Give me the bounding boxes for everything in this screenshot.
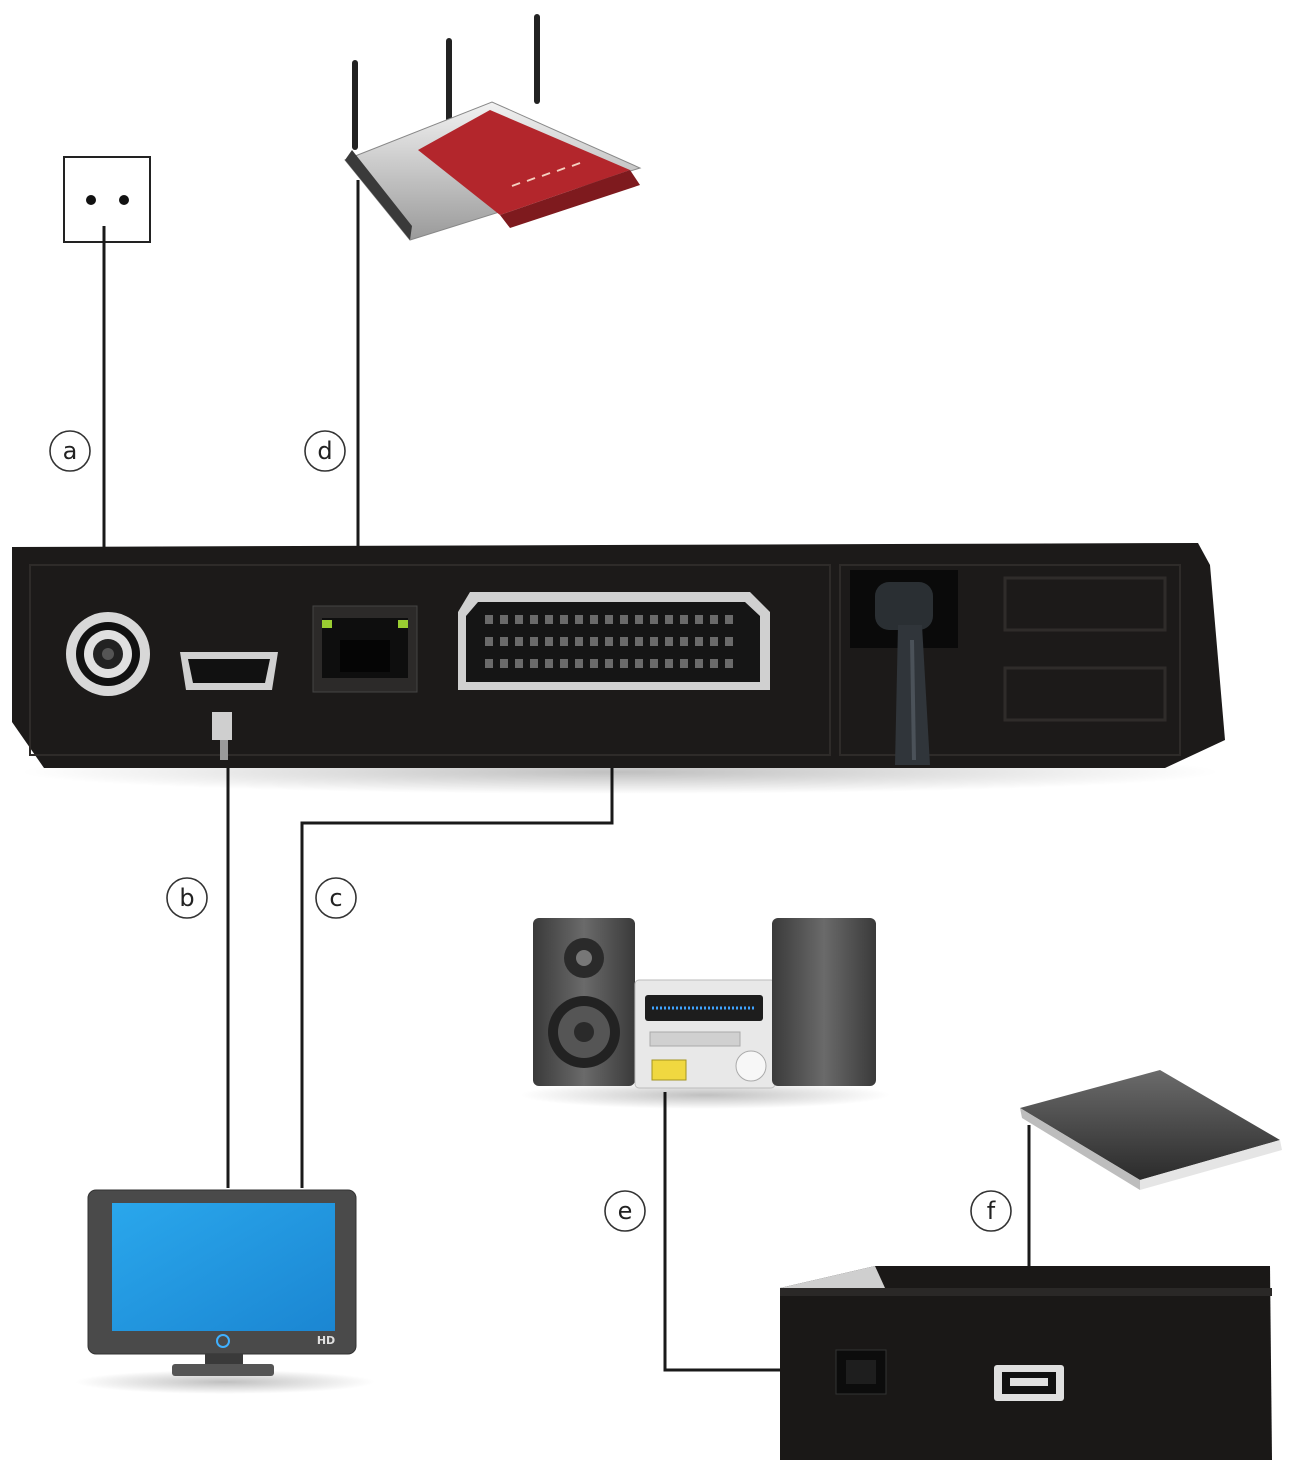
hifi-system-icon — [520, 918, 890, 1109]
scart-port — [458, 592, 770, 690]
external-hdd-icon — [1020, 1070, 1282, 1190]
label-e: e — [604, 1190, 646, 1232]
hdmi-port — [180, 652, 278, 760]
tv-hd-badge: HD — [317, 1334, 335, 1347]
antenna-input-port — [66, 612, 150, 696]
tv-icon: HD — [75, 1189, 375, 1394]
ethernet-port — [312, 605, 418, 693]
label-d-text: d — [317, 437, 332, 465]
label-a-text: a — [63, 437, 78, 465]
label-b: b — [166, 877, 208, 919]
label-f: f — [970, 1190, 1012, 1232]
label-d: d — [304, 430, 346, 472]
label-f-text: f — [987, 1197, 996, 1225]
av-receiver-icon — [780, 1266, 1272, 1460]
label-a: a — [49, 430, 91, 472]
label-e-text: e — [618, 1197, 633, 1225]
router-icon — [344, 14, 642, 241]
label-c-text: c — [329, 884, 342, 912]
receiver-icon — [12, 543, 1225, 794]
label-c: c — [315, 877, 357, 919]
power-connector — [850, 570, 958, 765]
label-b-text: b — [179, 884, 194, 912]
wall-antenna-socket-icon — [63, 156, 151, 243]
cable-e — [663, 1092, 785, 1372]
